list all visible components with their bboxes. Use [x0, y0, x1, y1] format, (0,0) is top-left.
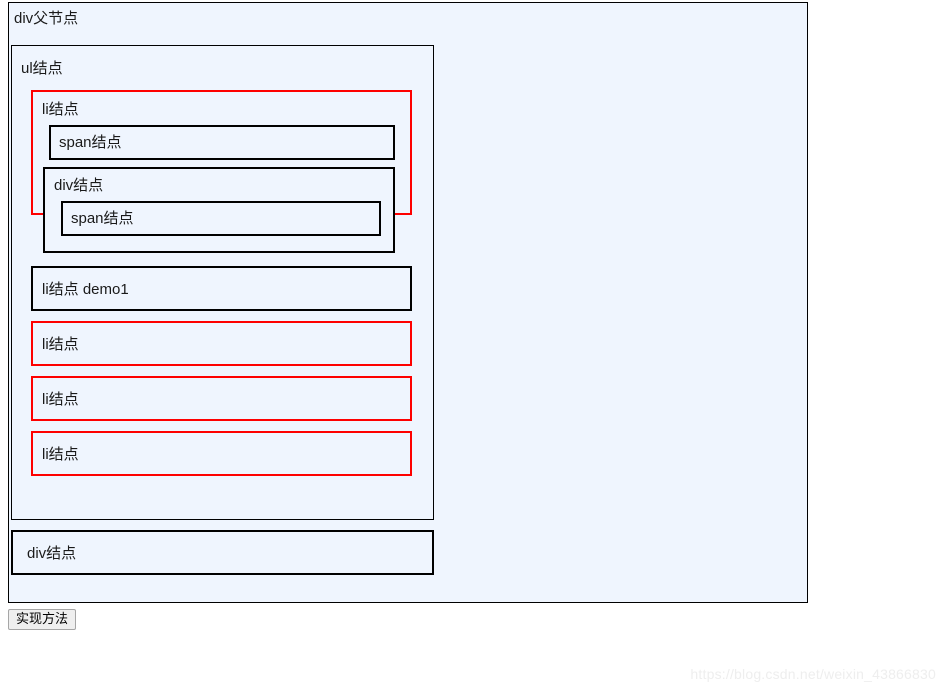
span-node-1: span结点	[49, 125, 395, 160]
span-node-2: span结点	[61, 201, 381, 236]
li-node-item-5[interactable]: li结点	[31, 431, 412, 476]
span-node-label-1: span结点	[59, 134, 122, 151]
ul-node-container: ul结点 li结点 span结点 div结点 span结点 li结点 demo1…	[11, 45, 434, 520]
li-node-label-5: li结点	[42, 446, 79, 463]
parent-div-label: div父节点	[14, 10, 79, 27]
li-node-item-4[interactable]: li结点	[31, 376, 412, 421]
span-node-label-2: span结点	[71, 210, 134, 227]
div-node-nested: div结点 span结点	[43, 167, 395, 253]
li-node-label-2: li结点 demo1	[42, 281, 129, 298]
li-node-label-4: li结点	[42, 391, 79, 408]
action-method-button[interactable]: 实现方法	[8, 609, 77, 630]
ul-node-label: ul结点	[21, 60, 63, 77]
li-node-item-1[interactable]: li结点 span结点 div结点 span结点	[31, 90, 412, 253]
li-node-item-2[interactable]: li结点 demo1	[31, 266, 412, 311]
div-node-nested-label: div结点	[54, 177, 104, 194]
li-node-label-1: li结点	[42, 101, 79, 118]
div-node-sibling: div结点	[11, 530, 434, 575]
watermark-text: https://blog.csdn.net/weixin_43866830	[690, 666, 936, 682]
li-node-item-3[interactable]: li结点	[31, 321, 412, 366]
div-node-sibling-label: div结点	[27, 545, 77, 562]
li-node-label-3: li结点	[42, 336, 79, 353]
parent-div-container: div父节点 ul结点 li结点 span结点 div结点 span结点 li结…	[8, 2, 808, 603]
